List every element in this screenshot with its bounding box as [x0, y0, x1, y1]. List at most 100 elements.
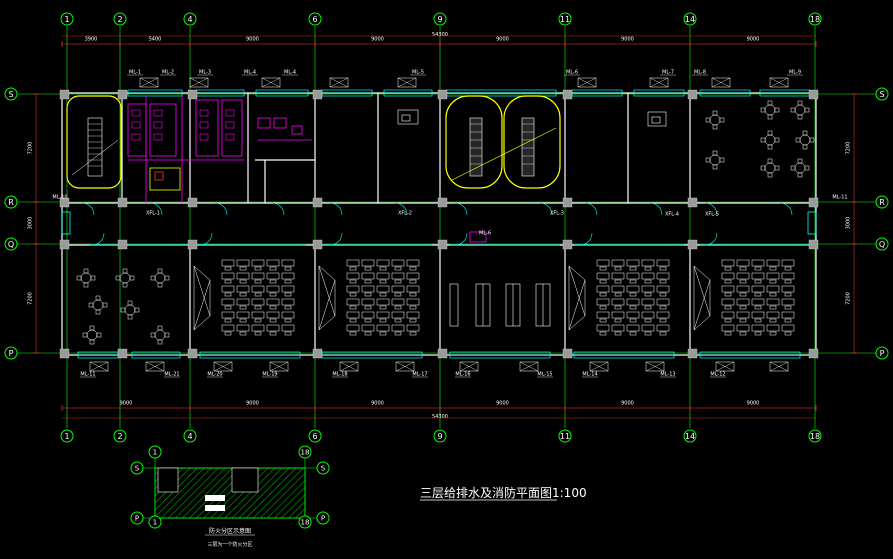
student-chair: [659, 292, 667, 297]
chair: [802, 144, 808, 150]
student-chair: [364, 305, 372, 310]
student-chair: [724, 266, 732, 271]
student-desk: [611, 324, 625, 332]
student-desk: [656, 285, 670, 293]
student-chair: [224, 305, 232, 310]
door-swing: [649, 202, 663, 216]
keyplan-column-bubble: [298, 515, 312, 529]
grid-bubble-label: R: [8, 198, 14, 207]
student-chair: [224, 266, 232, 271]
door-swing: [329, 202, 343, 216]
structural-column: [687, 239, 698, 250]
ac-unit-box: [213, 361, 233, 372]
student-chair: [349, 331, 357, 336]
student-chair: [614, 292, 622, 297]
chair: [712, 164, 718, 170]
grid-bubble-column-bottom: [113, 429, 127, 443]
ac-unit-cross: [145, 361, 165, 372]
student-chair: [614, 305, 622, 310]
chair: [90, 275, 96, 281]
student-chair: [239, 266, 247, 271]
student-chair: [644, 279, 652, 284]
chair: [164, 275, 170, 281]
keyplan-note: 三层为一个防火分区: [207, 541, 252, 548]
structural-column: [187, 239, 198, 250]
door-swing: [214, 202, 228, 216]
student-desk: [236, 272, 250, 280]
student-chair: [739, 279, 747, 284]
window-tag: ML-16: [455, 372, 470, 378]
chair: [120, 307, 126, 313]
podium-diagonal: [318, 265, 336, 317]
student-chair: [394, 331, 402, 336]
student-desk: [781, 311, 795, 319]
student-desk: [391, 298, 405, 306]
grid-bubble-column-top: [60, 12, 74, 26]
student-desk: [376, 298, 390, 306]
structural-column: [808, 197, 819, 208]
structural-column: [562, 89, 573, 100]
structural-column: [437, 239, 448, 250]
structural-column: [687, 197, 698, 208]
door-swing: [579, 232, 593, 246]
dimension-value: 7200: [846, 142, 852, 155]
student-chair: [269, 279, 277, 284]
grid-bubble-label: 14: [685, 15, 695, 24]
chair: [88, 302, 94, 308]
student-desk: [281, 324, 295, 332]
student-chair: [364, 292, 372, 297]
chair: [712, 124, 718, 130]
student-chair: [349, 279, 357, 284]
student-chair: [724, 331, 732, 336]
chair: [767, 114, 773, 120]
podium-diagonal: [693, 279, 711, 331]
corridor-tag: XFL-4: [665, 212, 679, 218]
chair: [122, 282, 128, 288]
corridor-tag: XFL-1: [146, 211, 160, 217]
student-desk: [641, 324, 655, 332]
student-desk: [656, 298, 670, 306]
ac-unit-cross: [189, 77, 209, 88]
student-desk: [346, 285, 360, 293]
student-desk: [221, 259, 235, 267]
structural-column: [437, 89, 448, 100]
grid-bubble-label: 4: [187, 432, 192, 441]
student-chair: [724, 318, 732, 323]
structural-column: [117, 239, 128, 250]
student-desk: [221, 298, 235, 306]
chair: [774, 107, 780, 113]
student-chair: [659, 305, 667, 310]
student-chair: [754, 318, 762, 323]
student-desk: [751, 311, 765, 319]
ac-unit-box: [459, 361, 479, 372]
structural-column: [59, 348, 70, 359]
door-swing: [454, 202, 468, 216]
structural-column: [687, 89, 698, 100]
ac-unit-cross: [459, 361, 479, 372]
ac-unit-box: [769, 361, 789, 372]
chair: [802, 130, 808, 136]
student-chair: [254, 331, 262, 336]
student-desk: [626, 272, 640, 280]
chair: [767, 100, 773, 106]
keyplan-title: 防火分区示意图: [209, 527, 251, 535]
student-chair: [659, 331, 667, 336]
chair: [157, 325, 163, 331]
grid-bubble-row: [4, 87, 18, 101]
student-chair: [629, 279, 637, 284]
student-desk: [346, 298, 360, 306]
podium-diagonal: [193, 279, 211, 331]
student-chair: [409, 318, 417, 323]
structural-column: [437, 348, 448, 359]
corridor-tag: ML-11: [832, 195, 847, 201]
corridor-tag: XFL-3: [550, 211, 564, 217]
student-desk: [266, 311, 280, 319]
student-desk: [361, 272, 375, 280]
student-desk: [391, 311, 405, 319]
grid-bubble-row: [4, 195, 18, 209]
chair: [719, 117, 725, 123]
student-desk: [736, 311, 750, 319]
student-desk: [751, 272, 765, 280]
student-chair: [409, 292, 417, 297]
